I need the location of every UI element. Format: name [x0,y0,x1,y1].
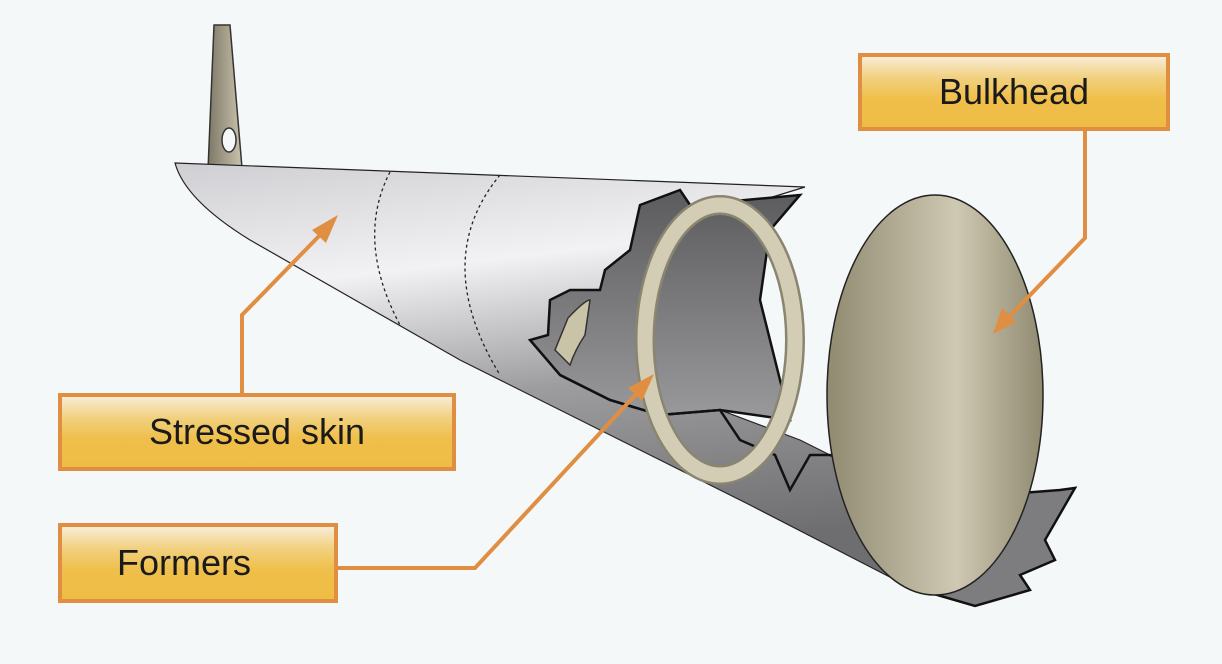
formers-leader [338,390,640,570]
fin-hole [221,127,237,153]
stressed-skin-leader [240,231,324,393]
stressed-skin-label: Stressed skin [58,393,456,471]
former-partial [554,299,591,367]
rivet-line [464,174,501,376]
bulkhead [826,194,1044,596]
formers-label: Formers [58,523,338,603]
arrowhead [312,215,338,243]
inner-skin [527,188,803,422]
arrowhead [993,308,1016,334]
bulkhead-leader [1006,130,1087,320]
bulkhead-label: Bulkhead [858,53,1170,131]
rivet-line [374,171,401,326]
arrowhead [628,374,654,401]
